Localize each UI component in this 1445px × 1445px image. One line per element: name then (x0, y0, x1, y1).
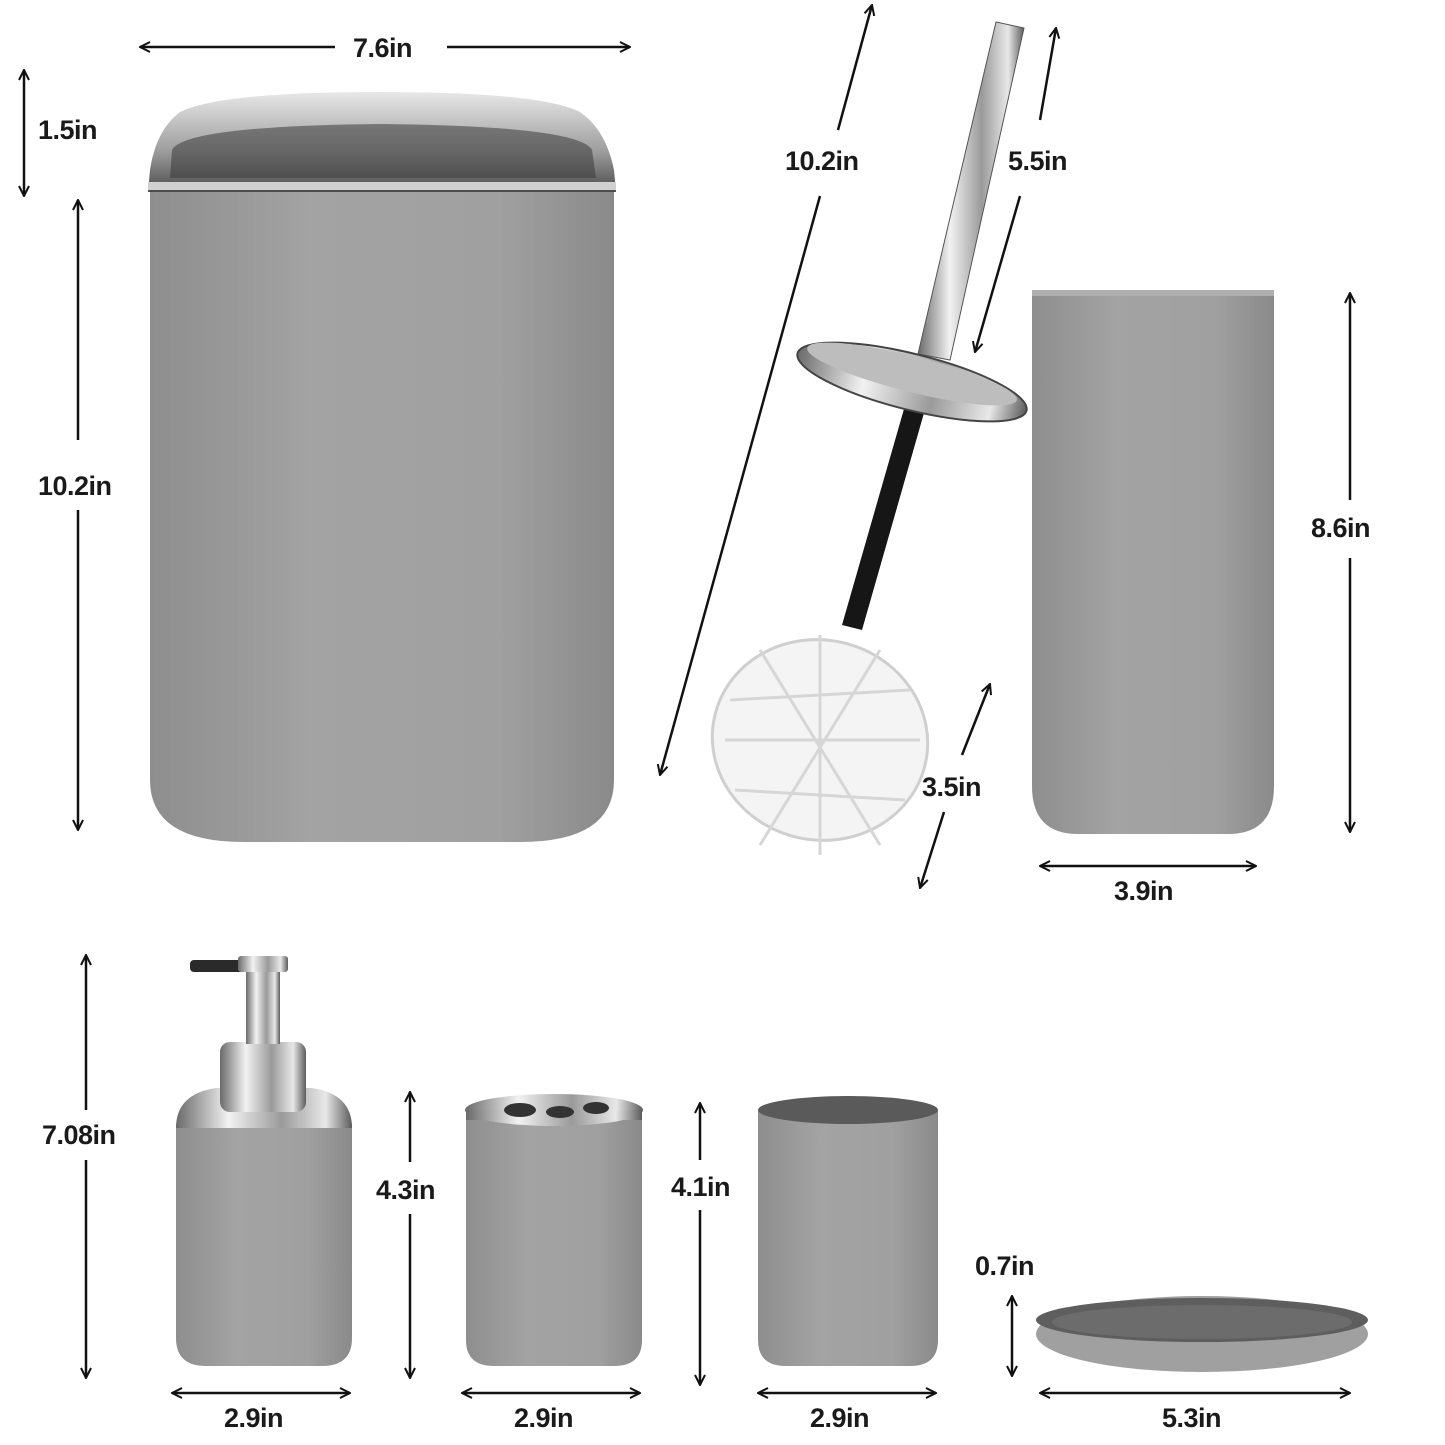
dispenser-body-height-label: 4.3in (376, 1175, 436, 1205)
toothbrush-holder (465, 1094, 643, 1366)
toilet-brush (710, 21, 1028, 855)
soap-dish (1036, 1296, 1368, 1372)
dispenser-total-height-label: 7.08in (42, 1120, 116, 1150)
arrow-brush-handle-bottom (975, 195, 1022, 352)
brush-handle-black (842, 395, 928, 630)
brush-head (710, 635, 930, 855)
arrow-brush-handle-top (1038, 28, 1056, 121)
soap-dish-height-label: 0.7in (975, 1251, 1035, 1281)
dispenser-body (176, 1124, 352, 1366)
holder-height-label: 8.6in (1311, 513, 1371, 543)
soap-dispenser (176, 956, 352, 1366)
arrow-brush-length-top (836, 5, 872, 131)
holder-width-label: 3.9in (1114, 876, 1174, 906)
brush-handle-chrome (917, 21, 1025, 361)
trash-can (148, 92, 616, 842)
toothbrush-holder-width-label: 2.9in (514, 1403, 574, 1433)
tumbler (758, 1096, 938, 1366)
trash-lid-height-label: 1.5in (38, 115, 98, 145)
arrow-brush-head-bottom (920, 811, 946, 888)
arrow-brush-head-top (960, 684, 990, 756)
dimension-arrows (24, 5, 1350, 1393)
trash-can-body (150, 188, 614, 842)
brush-handle-label: 5.5in (1008, 146, 1068, 176)
arrow-brush-length-bottom (660, 195, 822, 775)
dispenser-width-label: 2.9in (224, 1403, 284, 1433)
soap-dish-width-label: 5.3in (1162, 1403, 1222, 1433)
tumbler-width-label: 2.9in (810, 1403, 870, 1433)
brush-head-label: 3.5in (922, 772, 982, 802)
trash-body-height-label: 10.2in (38, 471, 112, 501)
trash-width-label: 7.6in (353, 33, 413, 63)
toothbrush-holder-height-label: 4.1in (671, 1172, 731, 1202)
toilet-brush-holder (1032, 290, 1274, 834)
brush-length-label: 10.2in (785, 146, 859, 176)
